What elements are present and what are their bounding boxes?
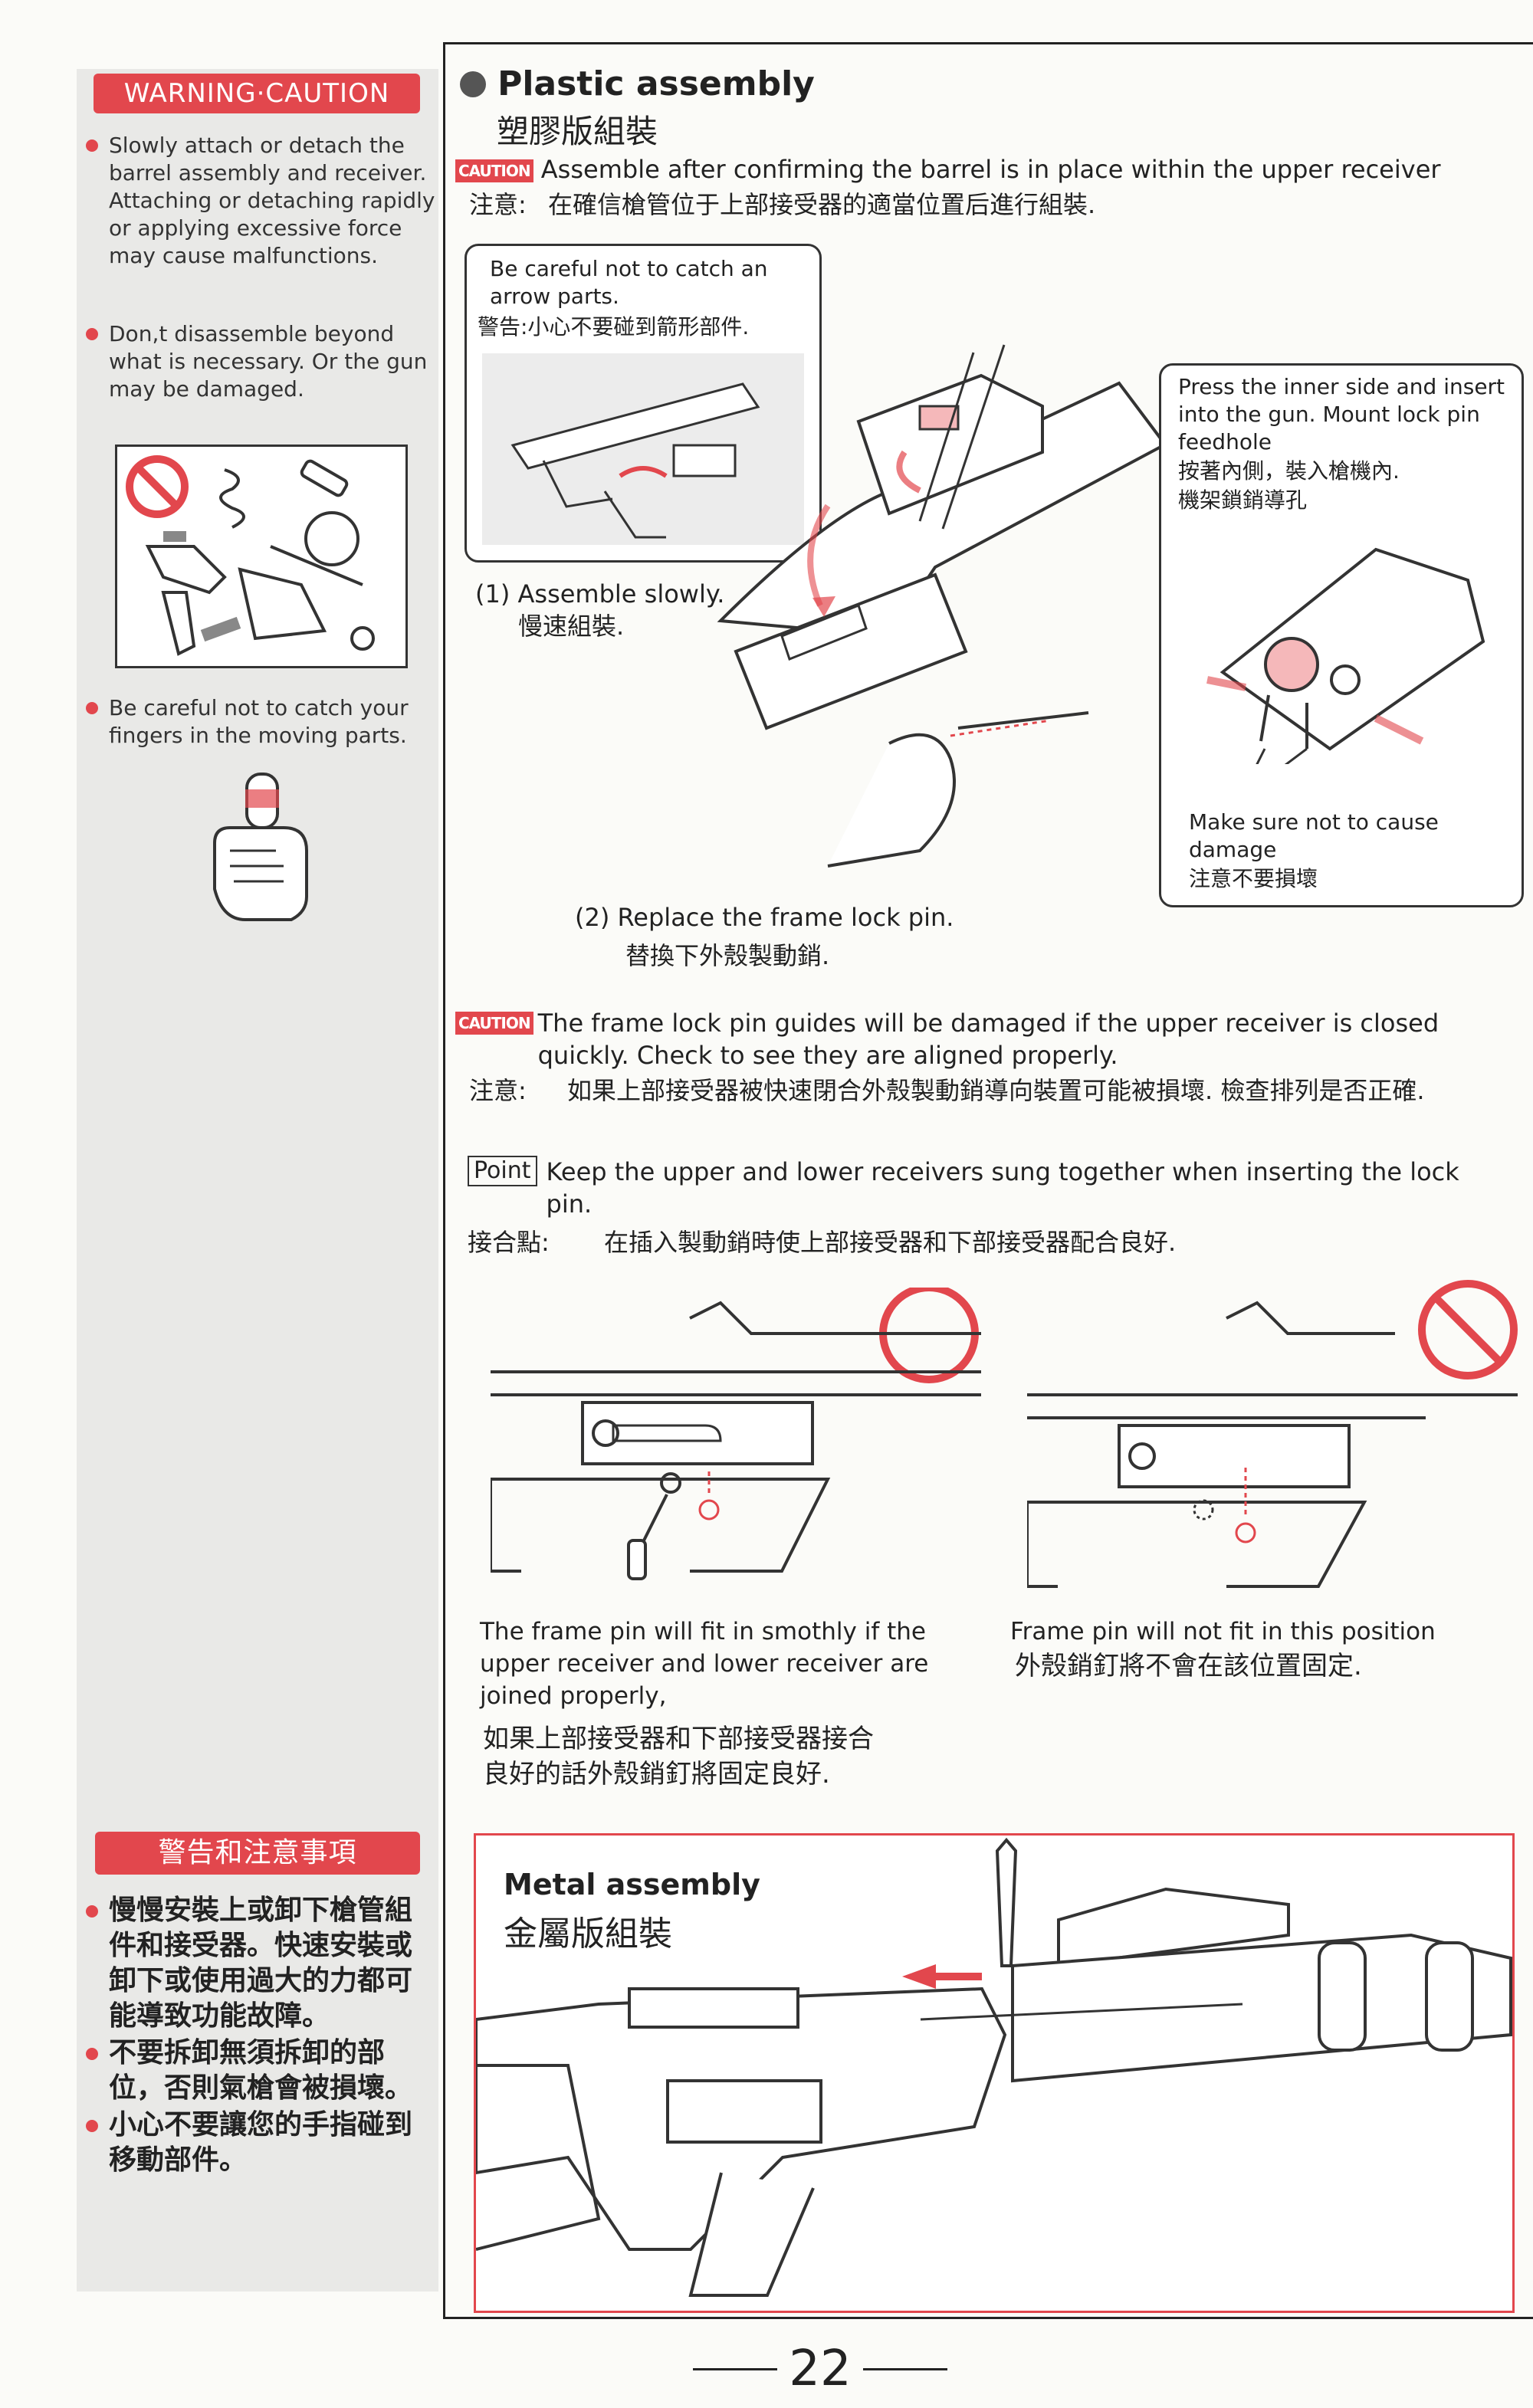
- point-en: Keep the upper and lower receivers sung …: [546, 1157, 1459, 1219]
- callout-inner-side: Press the inner side and insert into the…: [1159, 363, 1524, 907]
- warning-item: Don,t disassemble beyond what is necessa…: [86, 320, 438, 403]
- bullet-icon: [86, 2048, 98, 2060]
- ng-caption-en: Frame pin will not fit in this position: [1010, 1618, 1436, 1645]
- prohibited-icon: [1418, 1280, 1518, 1380]
- caution-2-cn: 如果上部接受器被快速閉合外殼製動銷導向裝置可能被損壞. 檢查排列是否正確.: [567, 1076, 1425, 1105]
- warning-text: Don,t disassemble beyond what is necessa…: [109, 321, 428, 402]
- warning-banner: WARNING·CAUTION: [94, 74, 420, 113]
- caution-2-cn-line: 注意: 如果上部接受器被快速閉合外殼製動銷導向裝置可能被損壞. 檢查排列是否正確…: [469, 1074, 1481, 1107]
- caution-2-cn-label: 注意:: [469, 1076, 527, 1105]
- upper-lower-assembly-sketch: [717, 344, 1167, 868]
- callout-2-en: Press the inner side and insert into the…: [1178, 374, 1505, 454]
- feedhole-sketch: [1206, 547, 1485, 764]
- cn-warning-item: 慢慢安裝上或卸下槍管組件和接受器。快速安裝或卸下或使用過大的力都可能導致功能故障…: [86, 1893, 438, 2034]
- step-1-cn: 慢速組裝.: [518, 612, 625, 641]
- caution-1-en: Assemble after confirming the barrel is …: [540, 155, 1441, 184]
- prohibited-icon: [126, 455, 189, 518]
- title-cn: 塑膠版組裝: [497, 113, 658, 150]
- sidebar: [77, 69, 438, 2292]
- callout-2-cn1: 按著內側，裝入槍機內.: [1178, 458, 1400, 484]
- callout-1-en: Be careful not to catch an arrow parts.: [490, 256, 768, 309]
- disassembly-illustration: [115, 445, 408, 668]
- bullet-icon: [86, 1905, 98, 1918]
- section-title: Plastic assembly: [460, 64, 815, 103]
- footer-rule: [693, 2367, 778, 2370]
- metal-title-cn: 金屬版組裝: [504, 1914, 672, 1954]
- ok-caption-cn: 如果上部接受器和下部接受器接合良好的話外殼銷釘將固定良好.: [483, 1724, 874, 1790]
- section-bullet-icon: [460, 71, 486, 97]
- wrong-alignment-sketch: [1027, 1280, 1518, 1588]
- bullet-icon: [86, 139, 98, 152]
- ok-caption-en: The frame pin will fit in smothly if the…: [480, 1618, 929, 1710]
- point-cn: 在插入製動銷時使上部接受器和下部接受器配合良好.: [604, 1228, 1177, 1257]
- bullet-icon: [86, 702, 98, 714]
- metal-assembly-box: Metal assembly 金屬版組裝: [474, 1833, 1515, 2313]
- caution-tag: CAUTION: [455, 1012, 533, 1035]
- caution-2-en: The frame lock pin guides will be damage…: [537, 1009, 1439, 1070]
- step-1-en: (1) Assemble slowly.: [475, 579, 725, 609]
- point-cn-line: 接合點: 在插入製動銷時使上部接受器和下部接受器配合良好.: [468, 1226, 1518, 1258]
- caution-1-cn-line: 注意: 在確信槍管位于上部接受器的適當位置后進行組裝.: [469, 189, 1527, 221]
- main-content-frame: [443, 42, 1533, 2319]
- step-2-cn: 替換下外殼製動銷.: [625, 941, 830, 970]
- point-tag: Point: [468, 1156, 537, 1186]
- cn-warning-text: 小心不要讓您的手指碰到移動部件。: [109, 2109, 413, 2176]
- caution-2: CAUTION The frame lock pin guides will b…: [455, 1007, 1498, 1071]
- ng-caption-cn: 外殼銷釘將不會在該位置固定.: [1015, 1651, 1362, 1681]
- cn-warning-item: 不要拆卸無須拆卸的部位，否則氣槍會被損壞。: [86, 2036, 438, 2106]
- metal-title-en: Metal assembly: [504, 1868, 760, 1901]
- cn-warning-text: 不要拆卸無須拆卸的部位，否則氣槍會被損壞。: [109, 2037, 413, 2104]
- point-cn-label: 接合點:: [468, 1228, 550, 1257]
- warning-item: Slowly attach or detach the barrel assem…: [86, 132, 438, 270]
- callout-2-cn3: 注意不要損壞: [1189, 866, 1318, 891]
- warning-text: Slowly attach or detach the barrel assem…: [109, 133, 435, 268]
- warning-item: Be careful not to catch your fingers in …: [86, 694, 438, 750]
- warning-text: Be careful not to catch your fingers in …: [109, 695, 409, 748]
- cn-warning-item: 小心不要讓您的手指碰到移動部件。: [86, 2108, 438, 2178]
- callout-1-cn: 警告:小心不要碰到箭形部件.: [478, 314, 750, 340]
- cn-warning-banner: 警告和注意事項: [95, 1832, 420, 1875]
- finger-bandage-icon: [192, 766, 330, 927]
- point-note: Point Keep the upper and lower receivers…: [468, 1156, 1518, 1220]
- caution-1: CAUTION Assemble after confirming the ba…: [455, 153, 1528, 185]
- callout-2-en2: Make sure not to cause damage: [1189, 809, 1439, 862]
- cn-warning-text: 慢慢安裝上或卸下槍管組件和接受器。快速安裝或卸下或使用過大的力都可能導致功能故障…: [109, 1895, 413, 2032]
- arrow-parts-sketch: [482, 353, 804, 545]
- callout-arrow-parts: Be careful not to catch an arrow parts. …: [464, 244, 822, 563]
- page-footer: 22: [690, 2341, 950, 2397]
- caution-tag: CAUTION: [455, 159, 533, 182]
- title-en: Plastic assembly: [497, 64, 815, 103]
- page-number: 22: [789, 2341, 852, 2397]
- step-2-en: (2) Replace the frame lock pin.: [575, 903, 954, 932]
- bullet-icon: [86, 2120, 98, 2132]
- footer-rule: [862, 2367, 947, 2370]
- caution-1-cn: 在確信槍管位于上部接受器的適當位置后進行組裝.: [547, 190, 1096, 219]
- callout-2-cn2: 機架鎖銷導孔: [1178, 487, 1308, 513]
- metal-assembly-sketch: [476, 1837, 1512, 2297]
- bullet-icon: [86, 328, 98, 340]
- correct-alignment-sketch: [491, 1288, 981, 1580]
- caution-1-cn-label: 注意:: [469, 190, 527, 219]
